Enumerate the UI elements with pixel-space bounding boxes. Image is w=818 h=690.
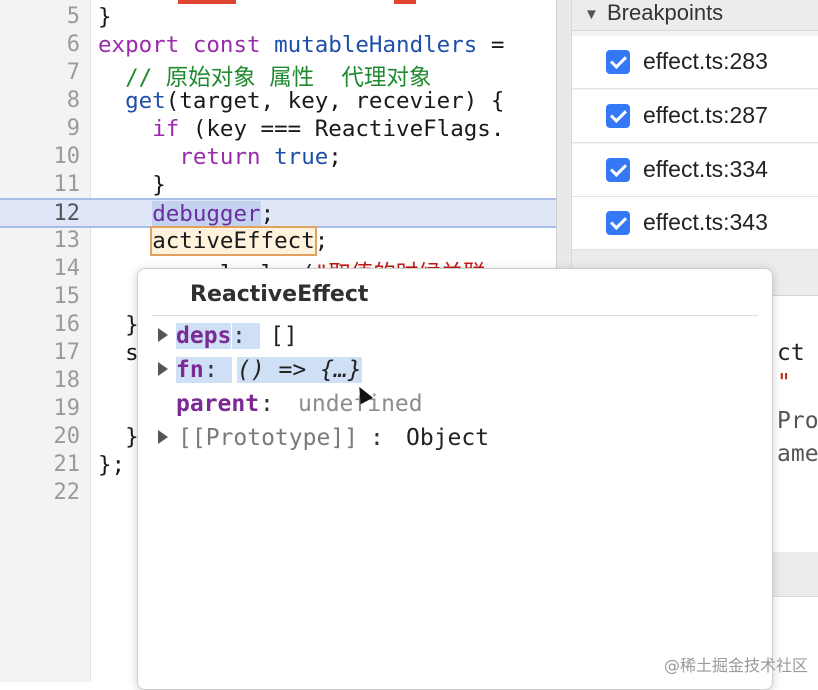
expand-arrow-icon[interactable] [158, 362, 168, 376]
property-key: fn [176, 357, 204, 383]
variable-preview-popover: ReactiveEffect deps : [] fn : () => {…} … [137, 268, 773, 690]
line-number[interactable]: 11 [53, 172, 81, 197]
scope-text-fragment: " [777, 370, 791, 396]
line-number[interactable]: 12 [53, 201, 81, 226]
line-number[interactable]: 6 [66, 32, 80, 57]
checkbox-checked-icon[interactable] [606, 104, 630, 128]
line-number[interactable]: 10 [53, 144, 81, 169]
expand-arrow-icon[interactable] [158, 328, 168, 342]
line-number[interactable]: 5 [66, 4, 80, 29]
line-number-gutter[interactable] [0, 0, 91, 682]
expand-arrow-icon[interactable] [158, 430, 168, 444]
property-row[interactable]: deps : [] [138, 319, 770, 353]
hovered-variable-token[interactable]: activeEffect [150, 226, 317, 256]
code-line[interactable]: 13 activeEffect; [0, 226, 556, 256]
breakpoints-title: Breakpoints [607, 0, 724, 25]
breakpoint-item[interactable]: effect.ts:334 [572, 144, 818, 197]
property-value[interactable]: () => {…} [237, 357, 362, 383]
code-line[interactable]: 19 [0, 395, 556, 423]
code-line[interactable]: 18 [0, 367, 556, 395]
code-line[interactable]: 8 get(target, key, recevier) { [0, 87, 556, 115]
code-line[interactable]: 16 } [0, 311, 556, 339]
line-number[interactable]: 13 [53, 228, 81, 253]
code-line[interactable]: 10 return true; [0, 143, 556, 171]
error-squiggle [394, 0, 416, 4]
debugger-statement: debugger [152, 201, 261, 227]
line-number[interactable]: 19 [53, 396, 81, 421]
checkbox-checked-icon[interactable] [606, 211, 630, 235]
line-number[interactable]: 7 [66, 60, 80, 85]
code-line[interactable]: 15 [0, 283, 556, 311]
breakpoint-item[interactable]: effect.ts:283 [572, 36, 818, 89]
code-line[interactable]: 7 // 原始对象 属性 代理对象 [0, 59, 556, 91]
code-line[interactable]: 6 export const mutableHandlers = [0, 31, 556, 59]
code-line[interactable]: 21 }; [0, 451, 556, 479]
breakpoint-label: effect.ts:283 [643, 48, 768, 74]
property-row[interactable]: parent : undefined [176, 391, 423, 417]
breakpoint-label: effect.ts:334 [643, 156, 768, 182]
chevron-down-icon: ▼ [584, 6, 599, 23]
code-comment: // 原始对象 属性 代理对象 [125, 65, 432, 91]
code-line[interactable]: 22 [0, 479, 556, 507]
line-number[interactable]: 21 [53, 452, 81, 477]
property-value: undefined [298, 391, 423, 417]
line-number[interactable]: 16 [53, 312, 81, 337]
breakpoint-item[interactable]: effect.ts:343 [572, 197, 818, 250]
line-number[interactable]: 17 [53, 340, 81, 365]
popover-divider [152, 315, 758, 316]
checkbox-checked-icon[interactable] [606, 158, 630, 182]
watermark: @稀土掘金技术社区 [663, 656, 808, 675]
line-number[interactable]: 18 [53, 368, 81, 393]
checkbox-checked-icon[interactable] [606, 50, 630, 74]
code-line[interactable]: 17 s [0, 339, 556, 367]
breakpoint-item[interactable]: effect.ts:287 [572, 90, 818, 143]
paused-line-highlight[interactable]: 12 debugger; [0, 198, 556, 228]
breakpoint-label: effect.ts:343 [643, 209, 768, 235]
error-squiggle [178, 0, 236, 4]
breakpoints-section-header[interactable]: ▼ Breakpoints [572, 0, 818, 31]
property-row[interactable]: [[Prototype]] : Object [138, 421, 770, 455]
property-key: [[Prototype]] [178, 425, 359, 451]
line-number[interactable]: 14 [53, 256, 81, 281]
property-key: parent [176, 391, 260, 417]
code-line[interactable]: 5 } [0, 3, 556, 31]
line-number[interactable]: 20 [53, 424, 81, 449]
property-key: deps [176, 323, 232, 349]
line-number[interactable]: 9 [66, 116, 80, 141]
scope-text-fragment: Pro [777, 408, 818, 434]
code-line[interactable]: 20 } [0, 423, 556, 451]
line-number[interactable]: 15 [53, 284, 81, 309]
breakpoint-label: effect.ts:287 [643, 102, 768, 128]
line-number[interactable]: 22 [53, 480, 81, 505]
code-line[interactable]: 9 if (key === ReactiveFlags. [0, 115, 556, 143]
scope-text-fragment: ame [777, 441, 818, 467]
scope-text-fragment: ct [777, 340, 805, 366]
property-row[interactable]: fn : () => {…} [138, 353, 770, 387]
popover-title: ReactiveEffect [190, 282, 369, 307]
property-value: [] [270, 323, 298, 349]
code-line[interactable]: 11 } [0, 171, 556, 199]
line-number[interactable]: 8 [66, 88, 80, 113]
property-value: Object [406, 425, 490, 451]
